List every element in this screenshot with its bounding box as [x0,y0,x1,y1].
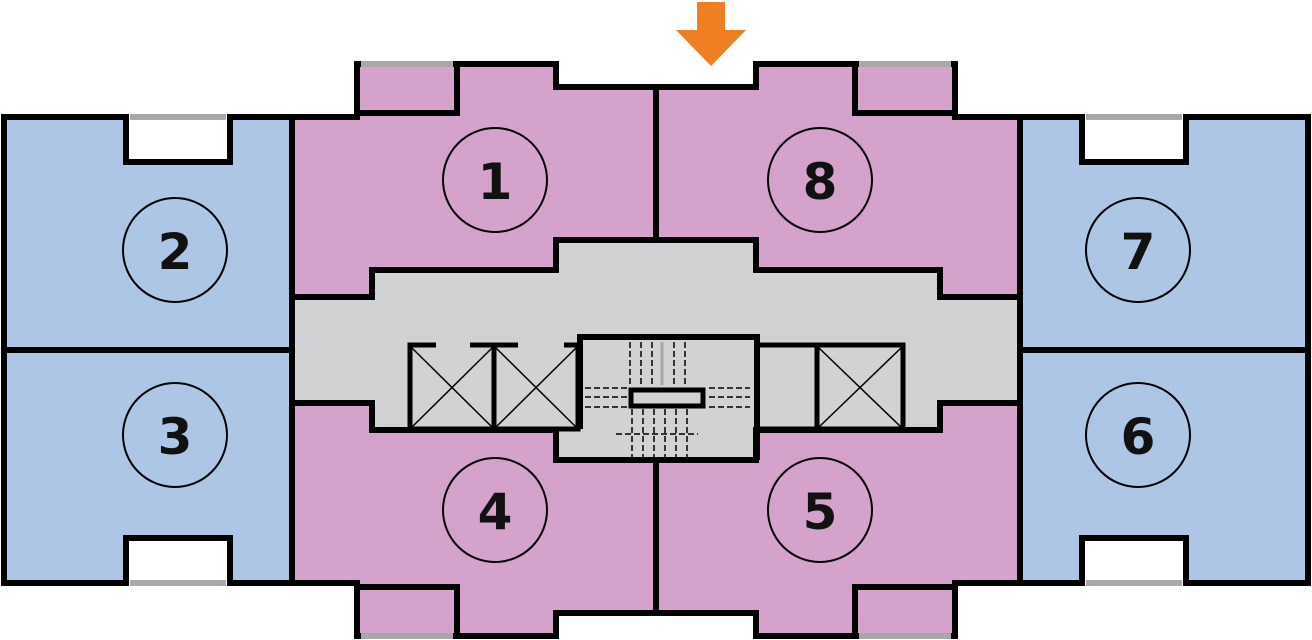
unit-number: 8 [803,153,838,211]
unit-6[interactable] [1017,347,1311,586]
unit-number: 6 [1121,408,1156,466]
unit-3[interactable] [1,347,295,586]
unit-number: 2 [158,223,193,281]
unit-label-8: 8 [767,127,873,233]
unit-label-3: 3 [122,382,228,488]
stairwell [577,334,760,460]
unit-number: 3 [158,408,193,466]
elevator-shaft-left [407,342,581,432]
unit-label-5: 5 [767,457,873,563]
unit-label-4: 4 [442,457,548,563]
elevator-shaft-right [757,342,906,432]
unit-number: 4 [478,483,513,541]
unit-8[interactable] [653,61,1023,300]
unit-2[interactable] [1,114,295,353]
unit-number: 1 [478,153,513,211]
unit-5[interactable] [653,400,1023,639]
unit-label-7: 7 [1085,197,1191,303]
unit-number: 7 [1121,223,1156,281]
unit-label-1: 1 [442,127,548,233]
unit-label-2: 2 [122,197,228,303]
unit-number: 5 [803,483,838,541]
unit-7[interactable] [1017,114,1311,353]
arrow-down-icon [676,2,746,66]
unit-label-6: 6 [1085,382,1191,488]
